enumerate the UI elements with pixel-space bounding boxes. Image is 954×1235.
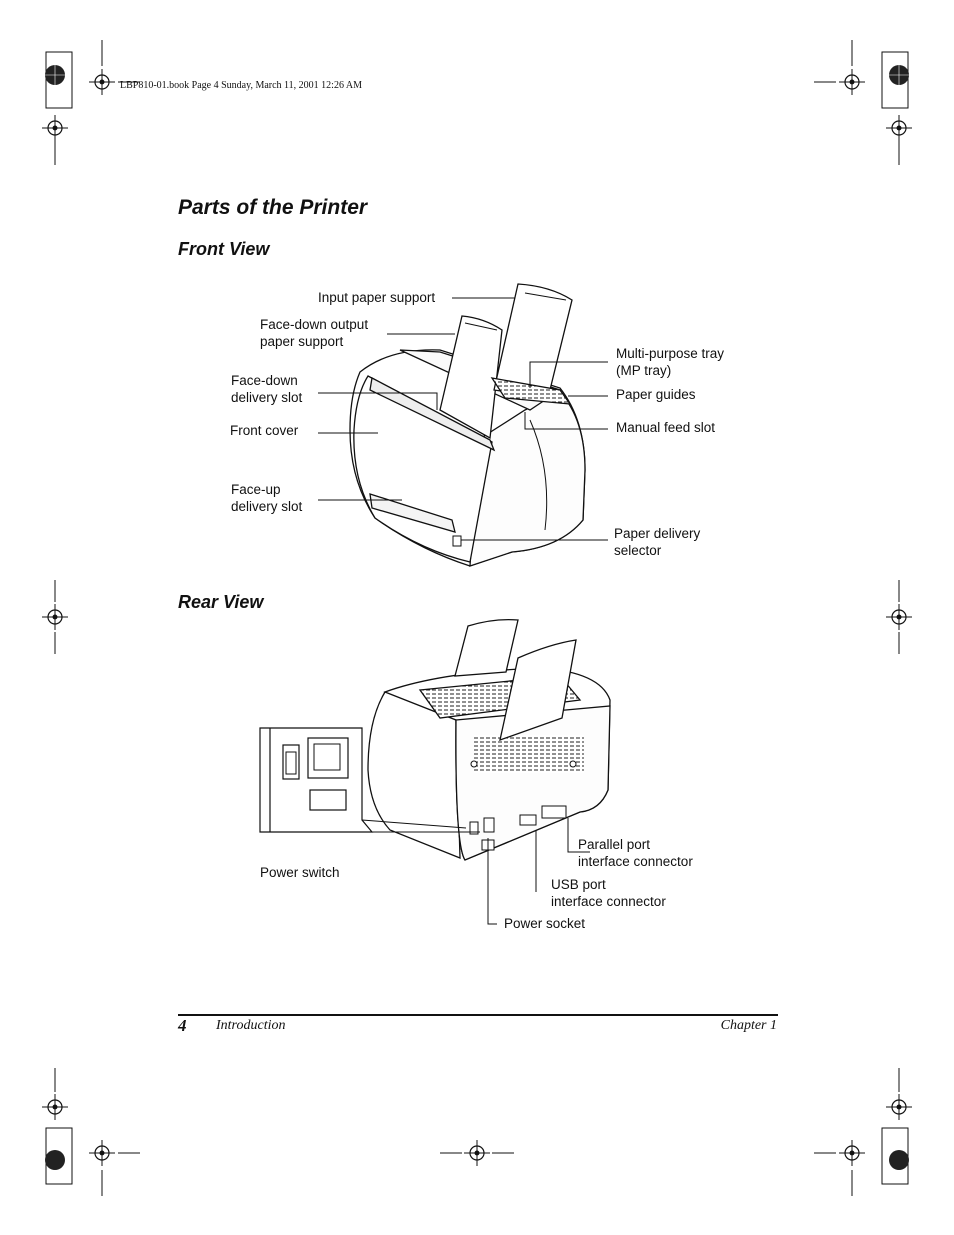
label-usb-port-line2: interface connector (551, 894, 666, 909)
label-input-paper-support: Input paper support (318, 290, 436, 305)
crop-mark-bottom (41, 1068, 913, 1196)
front-view-heading: Front View (178, 239, 270, 259)
crop-mark-top-right (814, 40, 913, 165)
power-panel-inset (259, 727, 374, 833)
label-usb-port-line1: USB port (551, 877, 606, 892)
label-parallel-port-line2: interface connector (578, 854, 693, 869)
front-leader-lines (318, 297, 608, 541)
rear-view-heading: Rear View (178, 592, 264, 612)
printer-front-illustration (349, 283, 586, 567)
label-face-up-delivery-line1: Face-up (231, 482, 281, 497)
rear-leader-lines (260, 818, 590, 925)
label-paper-delivery-line2: selector (614, 543, 662, 558)
label-paper-guides: Paper guides (616, 387, 696, 402)
footer-rule (178, 1014, 778, 1016)
footer-chapter: Chapter 1 (720, 1018, 777, 1033)
label-face-down-delivery-line2: delivery slot (231, 390, 303, 405)
label-power-socket: Power socket (504, 916, 586, 931)
label-power-switch: Power switch (260, 865, 340, 880)
label-face-down-output-line1: Face-down output (260, 317, 369, 332)
print-info-line: LBP810-01.book Page 4 Sunday, March 11, … (120, 80, 363, 91)
label-face-down-output-line2: paper support (260, 334, 344, 349)
page-number: 4 (178, 1016, 187, 1035)
label-mp-tray-line1: Multi-purpose tray (616, 346, 725, 361)
label-mp-tray-line2: (MP tray) (616, 363, 672, 378)
printer-rear-illustration (367, 618, 611, 861)
label-face-down-delivery-line1: Face-down (231, 373, 298, 388)
label-front-cover: Front cover (230, 423, 299, 438)
crop-mark-middle (41, 580, 913, 654)
crop-mark-top-left (41, 40, 140, 165)
label-paper-delivery-line1: Paper delivery (614, 526, 701, 541)
footer-section: Introduction (216, 1018, 286, 1033)
label-parallel-port-line1: Parallel port (578, 837, 651, 852)
page-title: Parts of the Printer (178, 196, 368, 219)
label-face-up-delivery-line2: delivery slot (231, 499, 303, 514)
label-manual-feed-slot: Manual feed slot (616, 420, 716, 435)
